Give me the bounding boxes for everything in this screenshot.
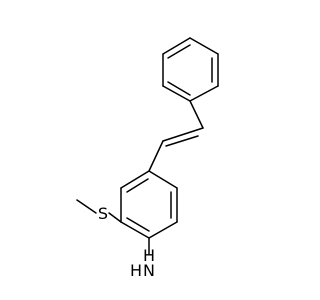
vinyl-double-bond [162,127,204,142]
phenyl-vinyl-bond [189,100,204,129]
sulfur-methyl-bond [76,199,97,214]
aniline-inner-double-bond [126,217,150,232]
amine-hydrogen-label: H [130,261,142,280]
aniline-ring-bond [148,221,178,239]
sulfur-atom-label: S [98,204,108,223]
phenyl-inner-double-bond [167,44,191,59]
phenyl-ring-bond [189,37,219,55]
phenyl-inner-double-bond [167,81,191,96]
nitrogen-atom-label: N [143,261,155,280]
aniline-inner-double-bond [126,178,149,193]
aniline-ring-bond [120,170,150,189]
ring-sulfur-bond [108,212,122,223]
amine-hydrogen-label: H [143,246,155,265]
chemical-structure-diagram: S N H H [76,37,219,280]
vinyl-aryl-bond [148,140,164,172]
phenyl-ring-bond [162,37,191,55]
phenyl-ring-bond [162,85,191,102]
aniline-ring-bond [120,221,150,239]
aniline-ring-bond [148,170,178,189]
phenyl-ring-bond [189,85,219,102]
vinyl-double-bond-inner [165,135,199,147]
